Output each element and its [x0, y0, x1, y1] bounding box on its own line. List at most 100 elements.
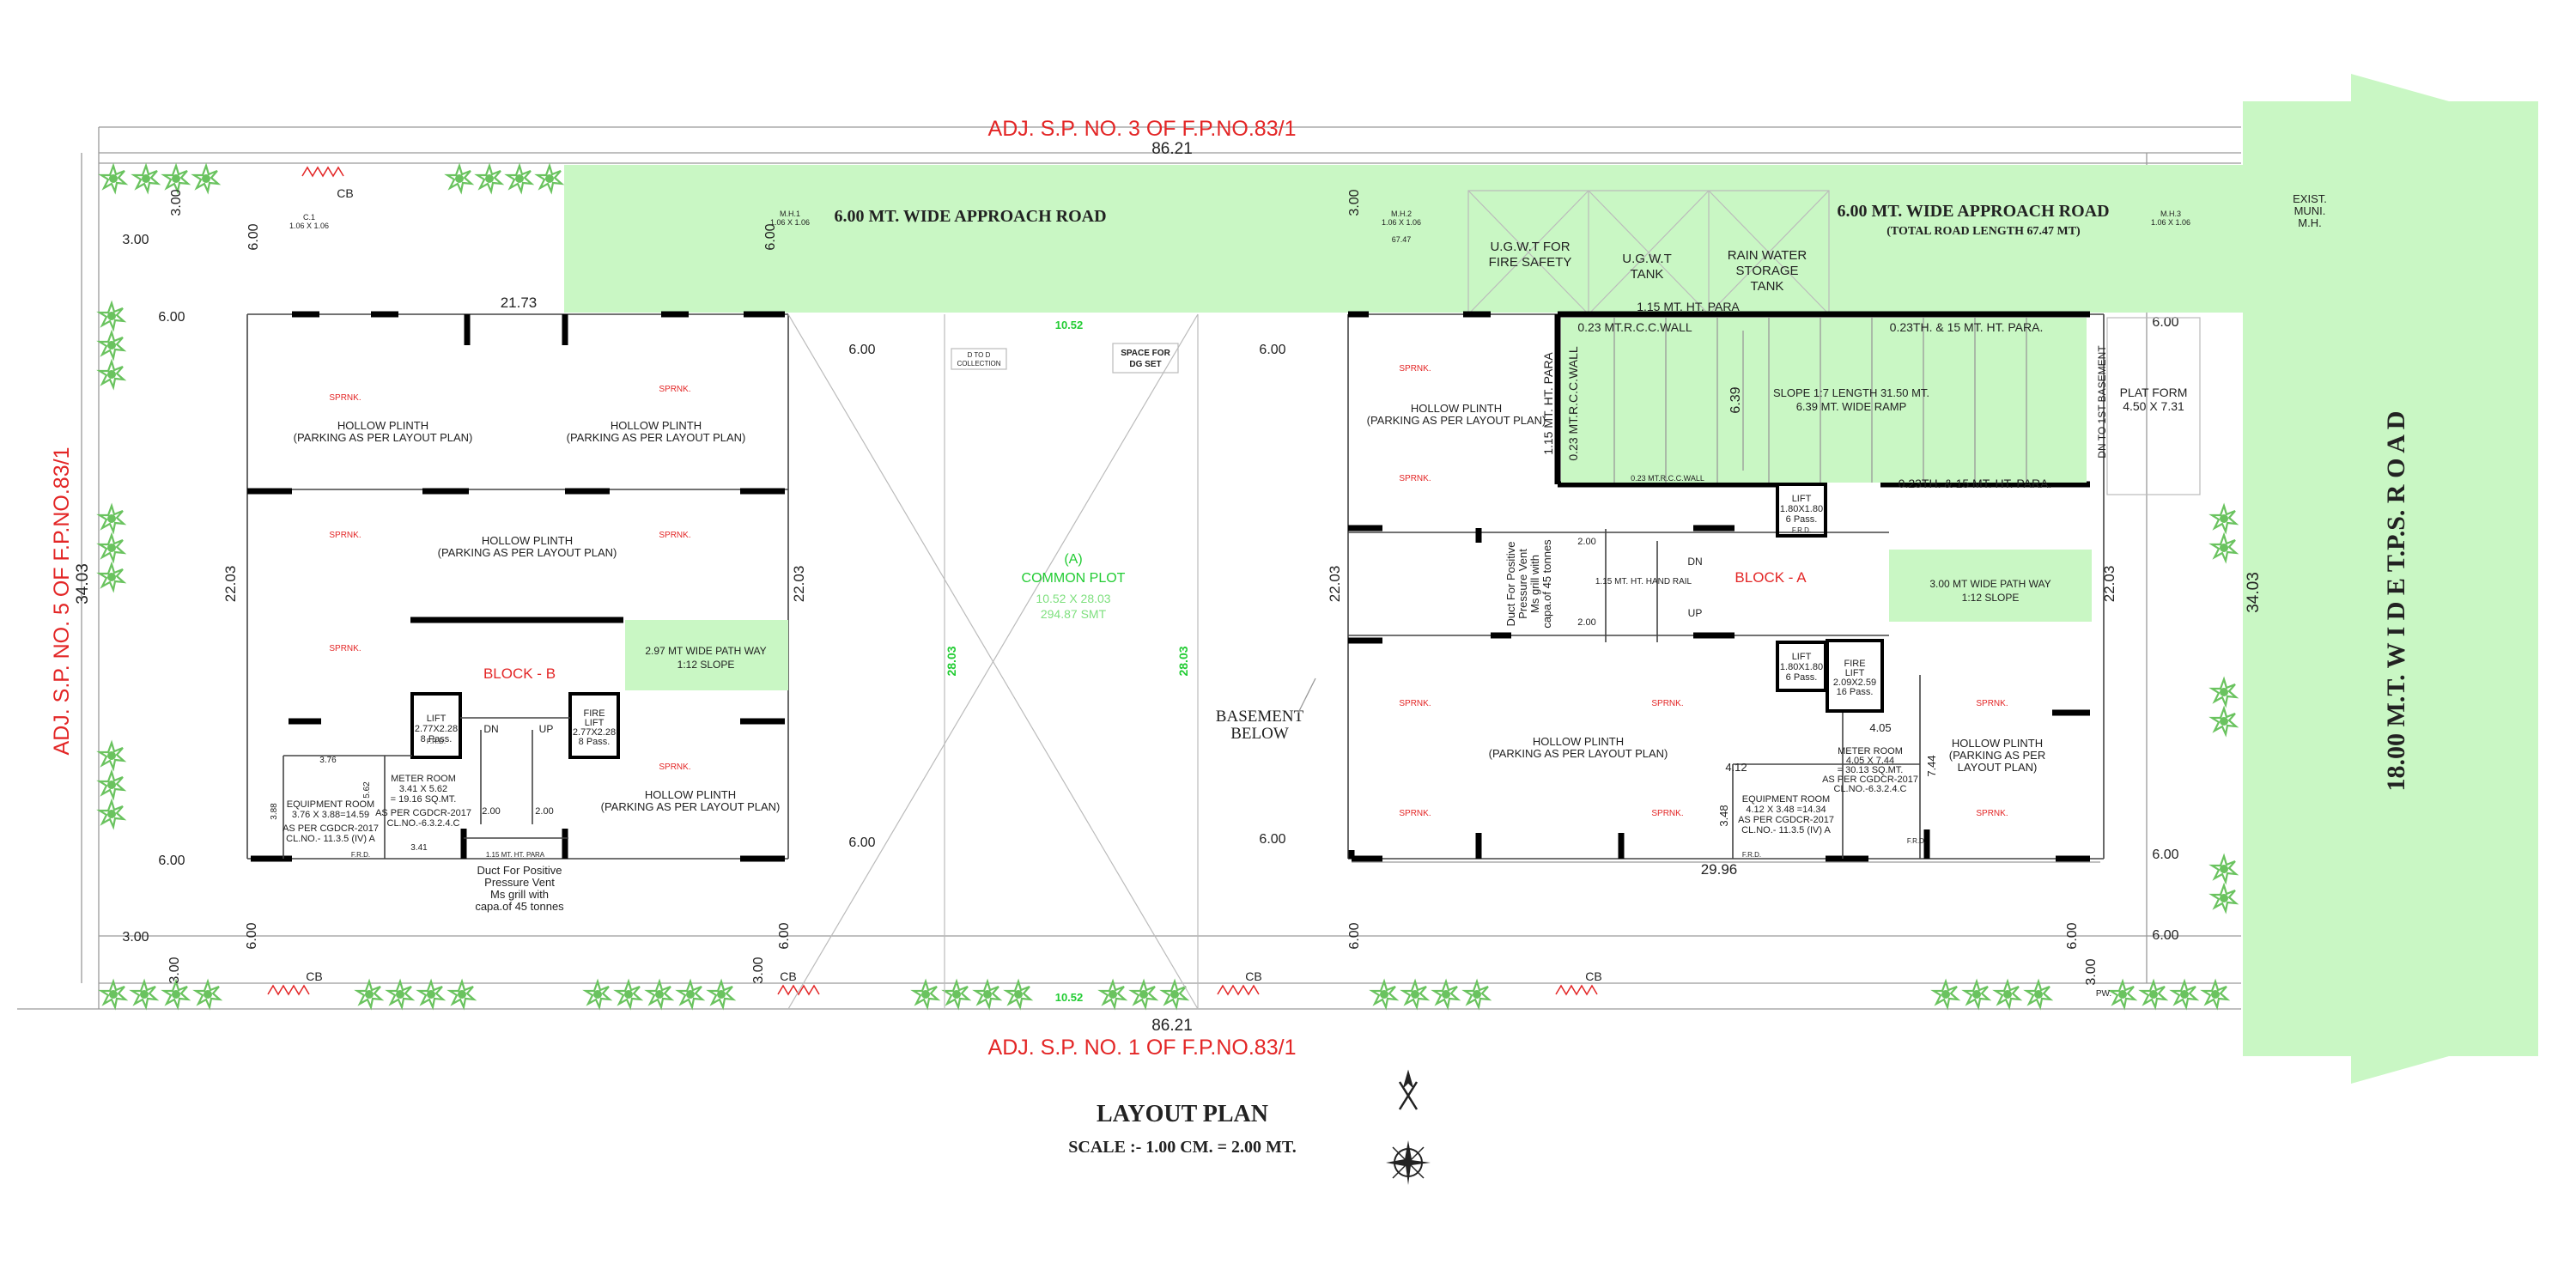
block-b-meter-line-2: 3.41 X 5.62	[399, 784, 447, 794]
exist-muni-line-2: MUNI.	[2294, 204, 2326, 217]
dim-bottom-3-1: 3.00	[167, 957, 182, 983]
block-b-para-label: 1.15 MT. HT. PARA	[486, 851, 545, 859]
ramp-area	[1561, 318, 2087, 483]
main-road-label: 18.00 M.T. W I D E T.P.S. R O A D	[2382, 411, 2410, 792]
block-b-dim-2-00-b: 2.00	[535, 806, 553, 817]
block-b-dim-3-41: 3.41	[410, 843, 428, 853]
block-b-sprinkler-2: SPRNK.	[659, 385, 690, 394]
block-b-label: BLOCK - B	[483, 665, 556, 682]
para-right-top: 0.23TH. & 15 MT. HT. PARA.	[1890, 320, 2044, 334]
dim-right-6-mid: 6.00	[2152, 848, 2178, 862]
rcc-wall-vertical: 0.23 MT.R.C.C.WALL	[1566, 346, 1580, 461]
block-b-duct-line-1: Duct For Positive	[477, 864, 562, 877]
block-a-meter-line-4: AS PER CGDCR-2017	[1822, 775, 1918, 785]
tank-ugwt-line-2: TANK	[1631, 267, 1664, 282]
block-a-meter-line-3: = 30.13 SQ.MT.	[1838, 765, 1904, 775]
trees-bottom	[100, 980, 2229, 1009]
approach-road-right-label: 6.00 MT. WIDE APPROACH ROAD	[1837, 202, 2109, 221]
basement-below-line-1: BASEMENT	[1216, 708, 1304, 726]
block-a-dim-7-44: 7.44	[1925, 755, 1938, 776]
block-b-meter-line-1: METER ROOM	[391, 774, 456, 784]
dim-bottom-6-1: 6.00	[245, 922, 259, 949]
cb-label-3: CB	[1245, 969, 1261, 983]
block-b-sprinkler-6: SPRNK.	[659, 763, 690, 772]
c1-size: 1.06 X 1.06	[289, 222, 329, 230]
tank-rain-line-1: RAIN WATER	[1728, 248, 1807, 263]
block-a-pathway-line-2: 1:12 SLOPE	[1962, 592, 2020, 604]
block-b-equip-line-1: EQUIPMENT ROOM	[287, 799, 374, 810]
block-b-dim-22-03: 22.03	[222, 566, 239, 603]
block-a-dim-2-00-b: 2.00	[1577, 617, 1595, 628]
block-b-firelift-line-4: 8 Pass.	[579, 737, 611, 747]
block-b-frd-1: F.R.D.	[351, 851, 370, 859]
dim-bottom-3-2: 3.00	[751, 957, 766, 983]
block-a-lift2-line-3: 6 Pass.	[1786, 672, 1818, 683]
block-a-dim-4-12: 4.12	[1725, 761, 1747, 774]
block-b-dn: DN	[483, 723, 498, 735]
block-a-meter-line-1: METER ROOM	[1838, 746, 1903, 756]
block-a-equip-line-4: CL.NO.- 11.3.5 (IV) A	[1741, 825, 1831, 835]
block-b-equip-line-3: AS PER CGDCR-2017	[283, 823, 379, 834]
block-b-hollow-2b: (PARKING AS PER LAYOUT PLAN)	[567, 431, 746, 444]
block-a-lift1-line-2: 1.80X1.80	[1780, 504, 1823, 514]
block-b-dim-3-88: 3.88	[270, 803, 279, 820]
block-b-dim-21-73: 21.73	[501, 295, 538, 311]
block-a-sprinkler-7: SPRNK.	[1976, 699, 2008, 708]
mh1-label: M.H.1	[780, 210, 800, 218]
basement-leader	[1297, 677, 1316, 714]
para-vertical: 1.15 MT. HT. PARA	[1541, 352, 1555, 455]
main-road	[2243, 74, 2538, 1084]
cb-label-1: CB	[306, 969, 322, 983]
block-a-dim-22-03-left: 22.03	[1327, 566, 1343, 603]
dim-top-6-left: 6.00	[246, 223, 261, 250]
block-a-hollow-3a: HOLLOW PLINTH	[1952, 737, 2043, 750]
dim-top-3-left: 3.00	[169, 189, 184, 216]
block-a-pathway	[1889, 550, 2092, 622]
dim-right-6-bottom: 6.00	[2152, 928, 2178, 943]
common-plot-dim-6-right-top: 6.00	[1259, 343, 1285, 357]
dim-bottom-3-4: 3.00	[2084, 958, 2099, 985]
block-a-dim-2-00-a: 2.00	[1577, 537, 1595, 547]
block-a-sprinkler-1: SPRNK.	[1399, 364, 1431, 374]
block-b-dim-3-76: 3.76	[319, 756, 337, 765]
block-b-hollow-3b: (PARKING AS PER LAYOUT PLAN)	[438, 546, 617, 559]
block-a-duct-line-2: Pressure Vent	[1516, 549, 1529, 619]
block-a-sprinkler-6: SPRNK.	[1651, 809, 1683, 818]
common-plot-depth-right: 28.03	[1176, 646, 1190, 676]
platform-line-2: 4.50 X 7.31	[2123, 399, 2184, 413]
right-depth-dimension: 34.03	[2245, 572, 2263, 613]
top-length-dimension: 86.21	[1151, 140, 1193, 158]
trees-left	[98, 301, 125, 829]
common-plot-outline	[787, 313, 1199, 1010]
approach-road	[564, 165, 2243, 313]
block-b-hollow-4a: HOLLOW PLINTH	[645, 788, 736, 801]
dim-top-6-mid: 6.00	[763, 223, 778, 250]
block-b-pathway	[625, 620, 788, 690]
north-arrow-icon	[1386, 1069, 1431, 1185]
common-plot-dim-6-right-bottom: 6.00	[1259, 832, 1285, 847]
block-b-sprinkler-4: SPRNK.	[659, 531, 690, 540]
block-b-lift-line-2: 2.77X2.28	[415, 724, 458, 734]
block-a-firelift-line-4: 16 Pass.	[1837, 687, 1874, 697]
block-a-sprinkler-5: SPRNK.	[1399, 809, 1431, 818]
block-a-hollow-1b: (PARKING AS PER LAYOUT PLAN)	[1367, 414, 1546, 427]
dtod-line-1: D TO D	[968, 351, 991, 359]
block-a-lift1-line-1: LIFT	[1792, 494, 1812, 504]
block-a-outline	[1347, 311, 2105, 863]
block-b-dim-22-03-right: 22.03	[791, 566, 807, 603]
block-b-sprinkler-1: SPRNK.	[329, 393, 361, 403]
approach-road-left-label: 6.00 MT. WIDE APPROACH ROAD	[834, 207, 1106, 226]
block-a-width: 29.96	[1701, 861, 1738, 878]
cb-label-top: CB	[337, 186, 353, 200]
block-a-dn: DN	[1687, 556, 1702, 568]
block-a-firelift-line-3: 2.09X2.59	[1833, 677, 1876, 688]
block-a-hollow-3b: (PARKING AS PER	[1949, 749, 2045, 762]
dtod-line-2: COLLECTION	[957, 360, 1000, 368]
bottom-length-dimension: 86.21	[1151, 1017, 1193, 1035]
exist-muni-line-3: M.H.	[2298, 216, 2321, 229]
para-right-bottom: 0.23TH. & 15 MT. HT. PARA.	[1899, 477, 2052, 490]
left-depth-dimension: 34.03	[74, 563, 92, 605]
block-a-meter-line-5: CL.NO.-6.3.2.4.C	[1834, 784, 1907, 794]
block-a-frd-1: F.R.D.	[1792, 526, 1811, 534]
